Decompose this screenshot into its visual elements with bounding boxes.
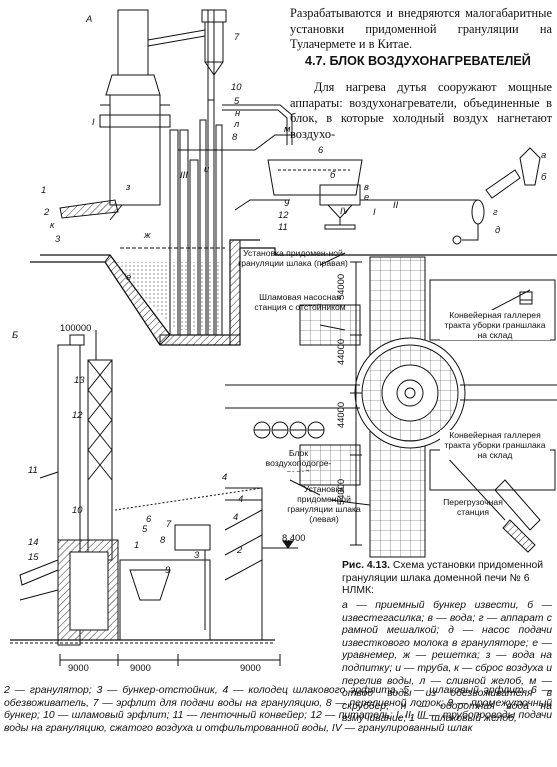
svg-text:11: 11 xyxy=(28,464,38,475)
svg-text:13: 13 xyxy=(74,374,85,385)
plan-dim-2: 44000 xyxy=(335,339,346,365)
svg-text:I: I xyxy=(373,206,376,217)
svg-text:9: 9 xyxy=(284,197,290,208)
svg-text:3: 3 xyxy=(55,233,61,244)
svg-text:10: 10 xyxy=(231,81,242,92)
svg-text:е: е xyxy=(126,271,131,282)
svg-text:4: 4 xyxy=(233,511,238,522)
view-b-letter: Б xyxy=(12,329,18,340)
plan-dim-1: 54000 xyxy=(335,274,346,300)
svg-text:15: 15 xyxy=(28,551,39,562)
caption-text: Схема установки придоменной грануляции ш… xyxy=(342,560,544,597)
svg-text:III: III xyxy=(180,169,188,180)
svg-text:2: 2 xyxy=(236,544,243,555)
svg-text:з: з xyxy=(125,181,131,192)
svg-text:12: 12 xyxy=(72,409,83,420)
plan-dim-3: 44000 xyxy=(335,402,346,428)
figure-caption: Рис. 4.13. Схема установки придоменной г… xyxy=(342,560,552,598)
legend-part-1: а — приемный бункер извести, б — известе… xyxy=(342,600,552,725)
intro-paragraph: Разрабатываются и внедряются малогабарит… xyxy=(290,6,552,51)
dim-left: 9000 xyxy=(68,662,89,673)
svg-text:7: 7 xyxy=(234,31,240,42)
svg-text:1: 1 xyxy=(41,184,46,195)
svg-text:д: д xyxy=(495,224,500,235)
callout-conveyor-top: Конвейерная галлерея тракта уборки гранш… xyxy=(440,310,550,340)
legend-part-2: 2 — гранулятор; 3 — бункер-отстойник, 4 … xyxy=(4,685,552,734)
view-b-drawing xyxy=(10,330,298,666)
svg-text:II: II xyxy=(393,199,399,210)
svg-text:е: е xyxy=(364,191,369,202)
svg-text:6: 6 xyxy=(146,513,152,524)
svg-text:б: б xyxy=(330,169,336,180)
view-b-labels: Б 100000 13 12 11 10 14 15 6 7 5 8 1 3 4… xyxy=(12,322,305,673)
svg-text:б: б xyxy=(541,171,547,182)
svg-text:5: 5 xyxy=(142,523,148,534)
svg-text:ж: ж xyxy=(143,229,151,240)
plan-labels: 54000 44000 44000 54000 xyxy=(335,274,346,505)
svg-text:10: 10 xyxy=(72,504,83,515)
svg-text:8: 8 xyxy=(160,534,166,545)
svg-text:5: 5 xyxy=(234,95,240,106)
body-paragraph: Для нагрева дутья сооружают мощные аппар… xyxy=(290,80,552,141)
elevation-top: 100000 xyxy=(60,322,91,333)
svg-text:11: 11 xyxy=(278,221,288,232)
svg-text:и: и xyxy=(204,163,210,174)
svg-text:4: 4 xyxy=(222,471,227,482)
svg-text:1: 1 xyxy=(134,539,139,550)
svg-text:3: 3 xyxy=(194,549,200,560)
caption-title: Рис. 4.13. xyxy=(342,560,390,571)
svg-text:2: 2 xyxy=(43,206,50,217)
elevation-mid: 8,400 xyxy=(282,532,305,543)
svg-text:6: 6 xyxy=(318,144,324,155)
callout-stove-block: Блок воздухоподогре-телей xyxy=(265,448,332,472)
plan-drawing xyxy=(225,252,557,558)
callout-right-unit: Установка придомен-ной грануляции шлака … xyxy=(238,248,348,268)
svg-text:I: I xyxy=(92,116,95,127)
view-a-drawing xyxy=(30,9,557,346)
svg-text:л: л xyxy=(233,118,240,129)
svg-text:к: к xyxy=(50,219,55,230)
plan-callouts: Установка придомен-ной грануляции шлака … xyxy=(238,248,550,524)
svg-text:IV: IV xyxy=(340,205,350,216)
section-heading: 4.7. БЛОК ВОЗДУХОНАГРЕВАТЕЛЕЙ xyxy=(305,54,531,68)
callout-transfer: Перегрузочная станция xyxy=(443,497,503,517)
callout-pump-station: Шламовая насосная станция с отстойником xyxy=(254,292,346,312)
svg-text:8: 8 xyxy=(232,131,238,142)
plan-dim-4: 54000 xyxy=(335,479,346,505)
svg-text:в: в xyxy=(364,181,369,192)
svg-text:4: 4 xyxy=(238,493,243,504)
svg-text:14: 14 xyxy=(28,536,38,547)
svg-text:г: г xyxy=(493,206,498,217)
svg-text:9: 9 xyxy=(165,564,171,575)
view-a-labels: А 7 10 5 н л 8 м 6 I III и з 1 2 к 3 ж е… xyxy=(41,13,547,282)
callout-conveyor-bottom: Конвейерная галлерея тракта уборки гранш… xyxy=(440,430,550,460)
svg-text:7: 7 xyxy=(166,518,172,529)
svg-text:м: м xyxy=(284,123,291,134)
view-a-letter: А xyxy=(85,13,92,24)
svg-text:н: н xyxy=(235,107,240,118)
dim-mid: 9000 xyxy=(130,662,151,673)
svg-text:12: 12 xyxy=(278,209,289,220)
dim-right: 9000 xyxy=(240,662,261,673)
svg-text:а: а xyxy=(541,149,546,160)
callout-left-unit: Установка придоменной грануляции шлака (… xyxy=(287,484,361,524)
